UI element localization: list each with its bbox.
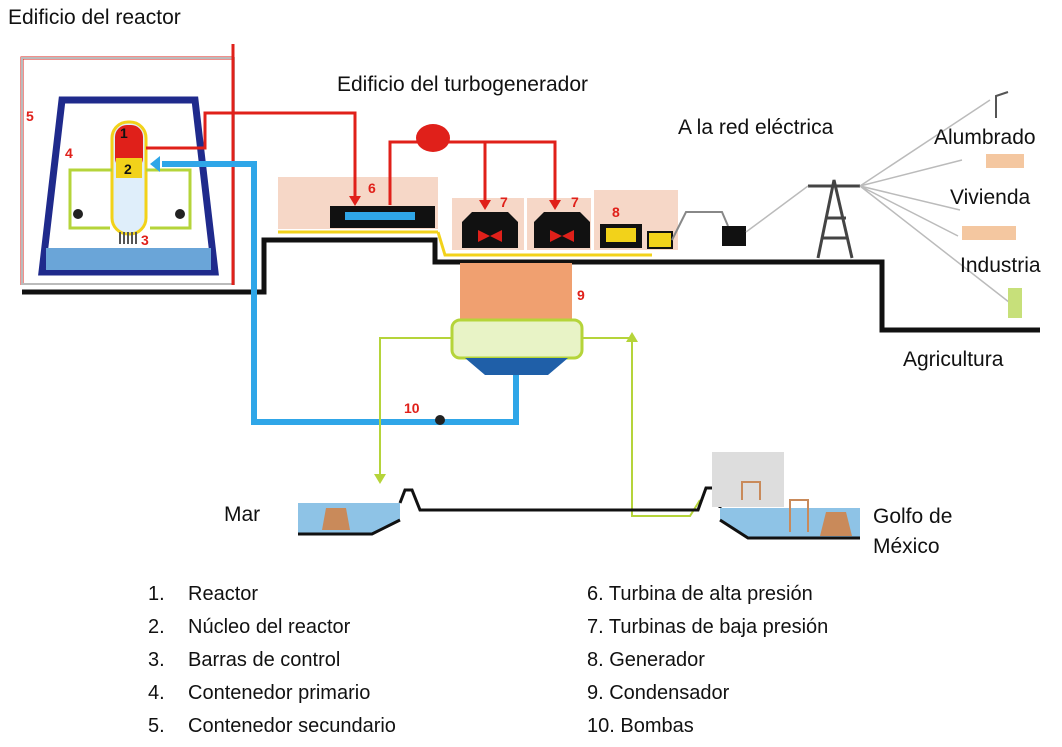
factory-icon <box>962 226 1016 240</box>
outlet-structure <box>398 486 722 512</box>
farm-icon <box>1008 288 1022 318</box>
marker-7b: 7 <box>571 194 579 210</box>
shaft-line-2 <box>436 231 652 257</box>
transmission-cable <box>671 211 729 241</box>
pump-right-icon <box>175 209 185 219</box>
marker-7a: 7 <box>500 194 508 210</box>
main-steam-line <box>146 111 357 200</box>
gulf-label: Golfo de México <box>873 505 953 558</box>
control-rods <box>119 232 137 244</box>
pump-icon <box>435 415 445 425</box>
legend-item: 7. Turbinas de baja presión <box>587 616 829 638</box>
marker-10: 10 <box>404 400 420 416</box>
marker-9: 9 <box>577 287 585 303</box>
crossover-steam-line <box>388 140 557 205</box>
recirculation-loop-right <box>146 168 192 230</box>
legend-right: 6. Turbina de alta presión 7. Turbinas d… <box>587 578 828 743</box>
transformer <box>722 226 746 246</box>
lp-turbine-1 <box>462 212 518 248</box>
sea-label: Mar <box>224 503 261 526</box>
lighting-label: Alumbrado <box>934 126 1036 149</box>
hp-turbine-blades <box>345 212 415 220</box>
reactor-building-label: Edificio del reactor <box>8 6 181 29</box>
marker-2: 2 <box>124 161 132 177</box>
ground-line <box>22 237 1040 333</box>
legend-item: 3.Barras de control <box>148 649 341 671</box>
legend-item: 6. Turbina de alta presión <box>587 583 813 605</box>
legend-item: 8. Generador <box>587 649 705 671</box>
legend-item: 2.Núcleo del reactor <box>148 616 351 638</box>
intake-building <box>712 452 784 507</box>
marker-1: 1 <box>120 125 128 141</box>
streetlight-icon <box>995 91 1009 118</box>
lp-turbine-2 <box>534 212 590 248</box>
pump-left-icon <box>73 209 83 219</box>
recirculation-loop-left <box>68 168 112 230</box>
hotwell <box>465 358 568 375</box>
legend-item: 9. Condensador <box>587 682 730 704</box>
moisture-separator <box>416 124 450 152</box>
marker-3: 3 <box>141 232 149 248</box>
condenser-tubes <box>450 318 584 360</box>
suppression-pool <box>46 248 211 270</box>
gulf-rock <box>820 512 852 536</box>
legend-left: 1.Reactor 2.Núcleo del reactor 3.Barras … <box>148 578 396 743</box>
sea-rock <box>322 508 350 530</box>
agriculture-label: Agricultura <box>903 348 1004 371</box>
intake-pipes <box>741 481 809 532</box>
grid-label: A la red eléctrica <box>678 116 834 139</box>
marker-5: 5 <box>26 108 34 124</box>
distribution-lines <box>745 99 1015 307</box>
legend-item: 5.Contenedor secundario <box>148 715 396 737</box>
housing-label: Vivienda <box>950 186 1031 209</box>
turbine-building-label: Edificio del turbogenerador <box>337 73 588 96</box>
marker-6: 6 <box>368 180 376 196</box>
marker-4: 4 <box>65 145 73 161</box>
core-band <box>116 158 142 178</box>
cooling-intake-line <box>582 337 701 517</box>
condenser-shell <box>460 263 572 321</box>
legend-item: 10. Bombas <box>587 715 694 737</box>
marker-8: 8 <box>612 204 620 220</box>
industry-label: Industria <box>960 254 1041 277</box>
legend-item: 1.Reactor <box>148 583 259 605</box>
transmission-tower-icon <box>808 179 860 259</box>
legend-item: 4.Contenedor primario <box>148 682 371 704</box>
exciter <box>647 231 673 249</box>
cooling-outlet-line <box>379 337 452 478</box>
house-icon <box>986 154 1024 168</box>
feedwater-line <box>162 161 519 425</box>
